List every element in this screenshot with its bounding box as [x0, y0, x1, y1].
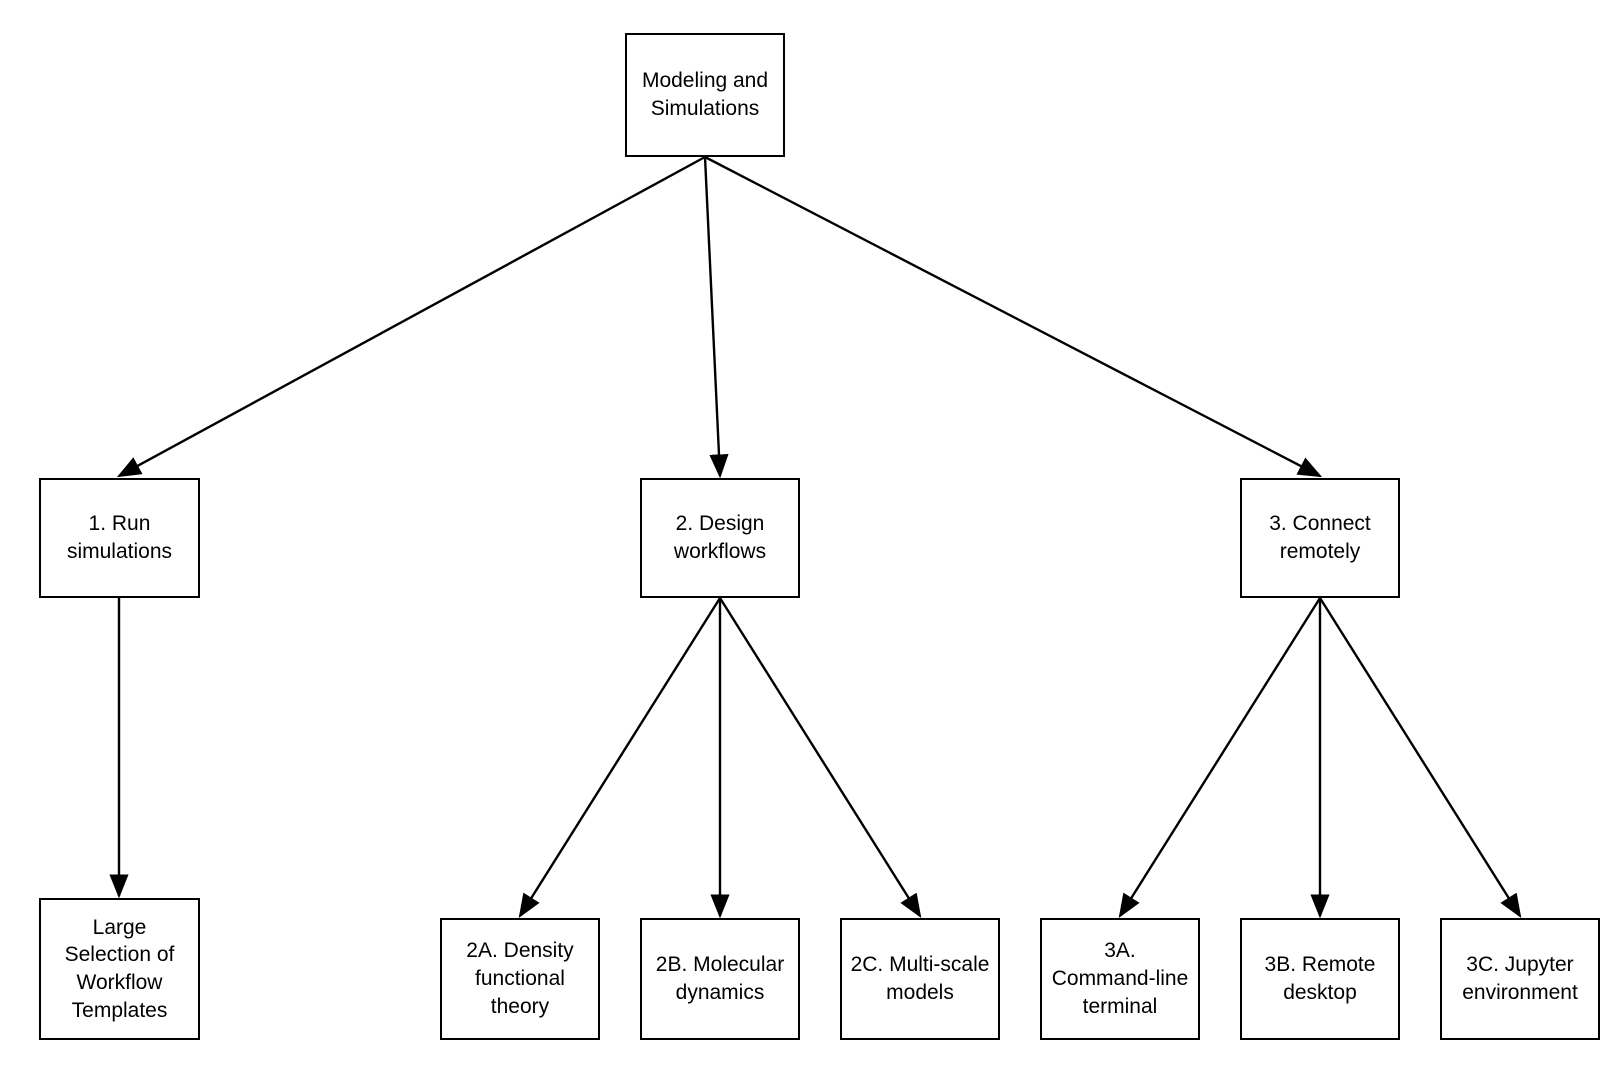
node-label-n3b: 3B. Remote desktop [1264, 953, 1376, 1004]
edge-n3-to-n3a [1118, 597, 1322, 919]
node-label-root: Modeling and Simulations [641, 69, 769, 120]
node-n3b[interactable]: 3B. Remote desktop [1240, 918, 1400, 1040]
node-label-n2c: 2C. Multi-scale models [850, 953, 990, 1004]
node-n3a[interactable]: 3A. Command-line terminal [1040, 918, 1200, 1040]
node-label-n2: 2. Design workflows [673, 512, 767, 563]
node-n1[interactable]: 1. Run simulations [39, 478, 200, 598]
edge-root-to-n3 [704, 155, 1323, 478]
node-n2a[interactable]: 2A. Density functional theory [440, 918, 600, 1040]
node-root[interactable]: Modeling and Simulations [625, 33, 785, 157]
node-n2c[interactable]: 2C. Multi-scale models [840, 918, 1000, 1040]
node-label-n1: 1. Run simulations [66, 512, 173, 563]
node-n2b[interactable]: 2B. Molecular dynamics [640, 918, 800, 1040]
node-n3[interactable]: 3. Connect remotely [1240, 478, 1400, 598]
edge-root-to-n2 [703, 156, 729, 479]
node-label-n3: 3. Connect remotely [1269, 512, 1371, 563]
edge-n2-to-n2c [718, 597, 922, 919]
edge-n3-to-n3c [1318, 597, 1522, 919]
node-label-n3c: 3C. Jupyter environment [1462, 953, 1578, 1004]
node-label-n2b: 2B. Molecular dynamics [655, 953, 785, 1004]
node-n1a[interactable]: Large Selection of Workflow Templates [39, 898, 200, 1040]
node-label-n3a: 3A. Command-line terminal [1051, 939, 1189, 1018]
edge-root-to-n1 [116, 155, 706, 478]
edges-group [109, 155, 1522, 919]
node-label-n1a: Large Selection of Workflow Templates [64, 915, 175, 1022]
edge-n2-to-n2a [518, 597, 722, 919]
node-n3c[interactable]: 3C. Jupyter environment [1440, 918, 1600, 1040]
node-n2[interactable]: 2. Design workflows [640, 478, 800, 598]
node-label-n2a: 2A. Density functional theory [466, 939, 574, 1018]
